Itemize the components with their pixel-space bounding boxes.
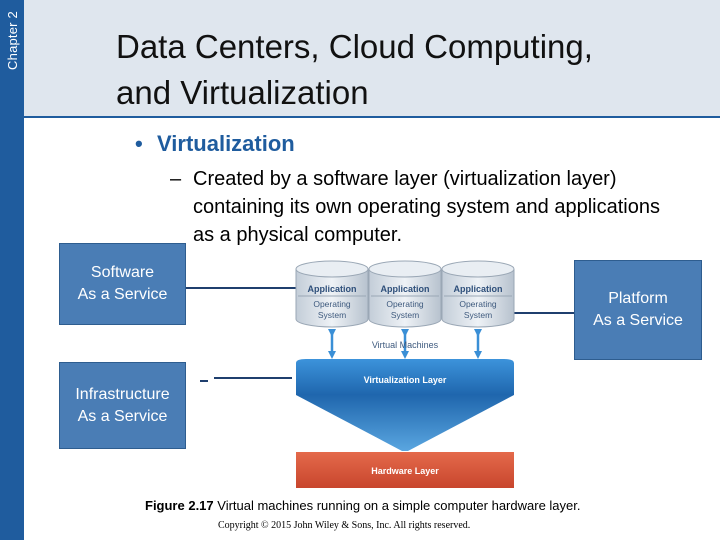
infrastructure-box-line-1: Infrastructure [75,385,170,403]
bullet-item: • Virtualization [135,131,295,157]
vm-2-application-label: Application [381,284,430,294]
copyright-notice: Copyright © 2015 John Wiley & Sons, Inc.… [218,520,471,531]
slide-title-line-2: and Virtualization [116,74,369,111]
sub-bullet-text: Created by a software layer (virtualizat… [193,168,660,246]
platform-as-a-service-box: Platform As a Service [574,260,702,360]
vm-2-os-label-line-1: Operating [386,299,424,309]
platform-box-line-2: As a Service [593,312,683,329]
sub-bullet-item: – Created by a software layer (virtualiz… [170,165,660,249]
virtual-machine-3: Application Operating System [441,260,515,328]
infrastructure-box-line-2: As a Service [77,407,168,425]
virtualization-layer: Virtualization Layer [296,359,514,451]
bullet-text: Virtualization [157,131,295,156]
figure-caption-text: Virtual machines running on a simple com… [213,498,581,513]
title-divider [24,116,720,118]
vm-1-os-label-line-2: System [318,310,346,320]
platform-box-line-1: Platform [608,290,668,307]
title-band [24,0,720,117]
slide-title: Data Centers, Cloud Computing, and Virtu… [116,24,676,116]
virtual-machine-1: Application Operating System [295,260,369,328]
vm-3-os-label-line-2: System [464,310,492,320]
vm-2-os-label-line-2: System [391,310,419,320]
software-box-line-2: As a Service [77,286,168,303]
virtual-machines-label: Virtual Machines [372,340,439,350]
software-as-a-service-box: Software As a Service [59,243,186,325]
chapter-side-band [0,0,24,540]
hardware-layer: Hardware Layer [296,452,514,488]
figure-caption: Figure 2.17 Virtual machines running on … [145,498,645,513]
infrastructure-as-a-service-box: Infrastructure As a Service [59,362,186,449]
virtualization-diagram: Application Operating System Application… [295,260,515,488]
vm-1-os-label-line-1: Operating [313,299,351,309]
vm-arrows [328,329,482,359]
hardware-layer-label: Hardware Layer [371,466,439,476]
bullet-dot: • [135,131,143,156]
virtualization-layer-label: Virtualization Layer [364,375,447,385]
vm-1-application-label: Application [308,284,357,294]
software-box-line-1: Software [90,264,155,281]
vm-3-os-label-line-1: Operating [459,299,497,309]
vm-3-application-label: Application [454,284,503,294]
sub-bullet-dash: – [170,168,182,190]
virtual-machine-2: Application Operating System [368,260,442,328]
figure-caption-label: Figure 2.17 [145,498,214,513]
slide-title-line-1: Data Centers, Cloud Computing, [116,28,593,65]
